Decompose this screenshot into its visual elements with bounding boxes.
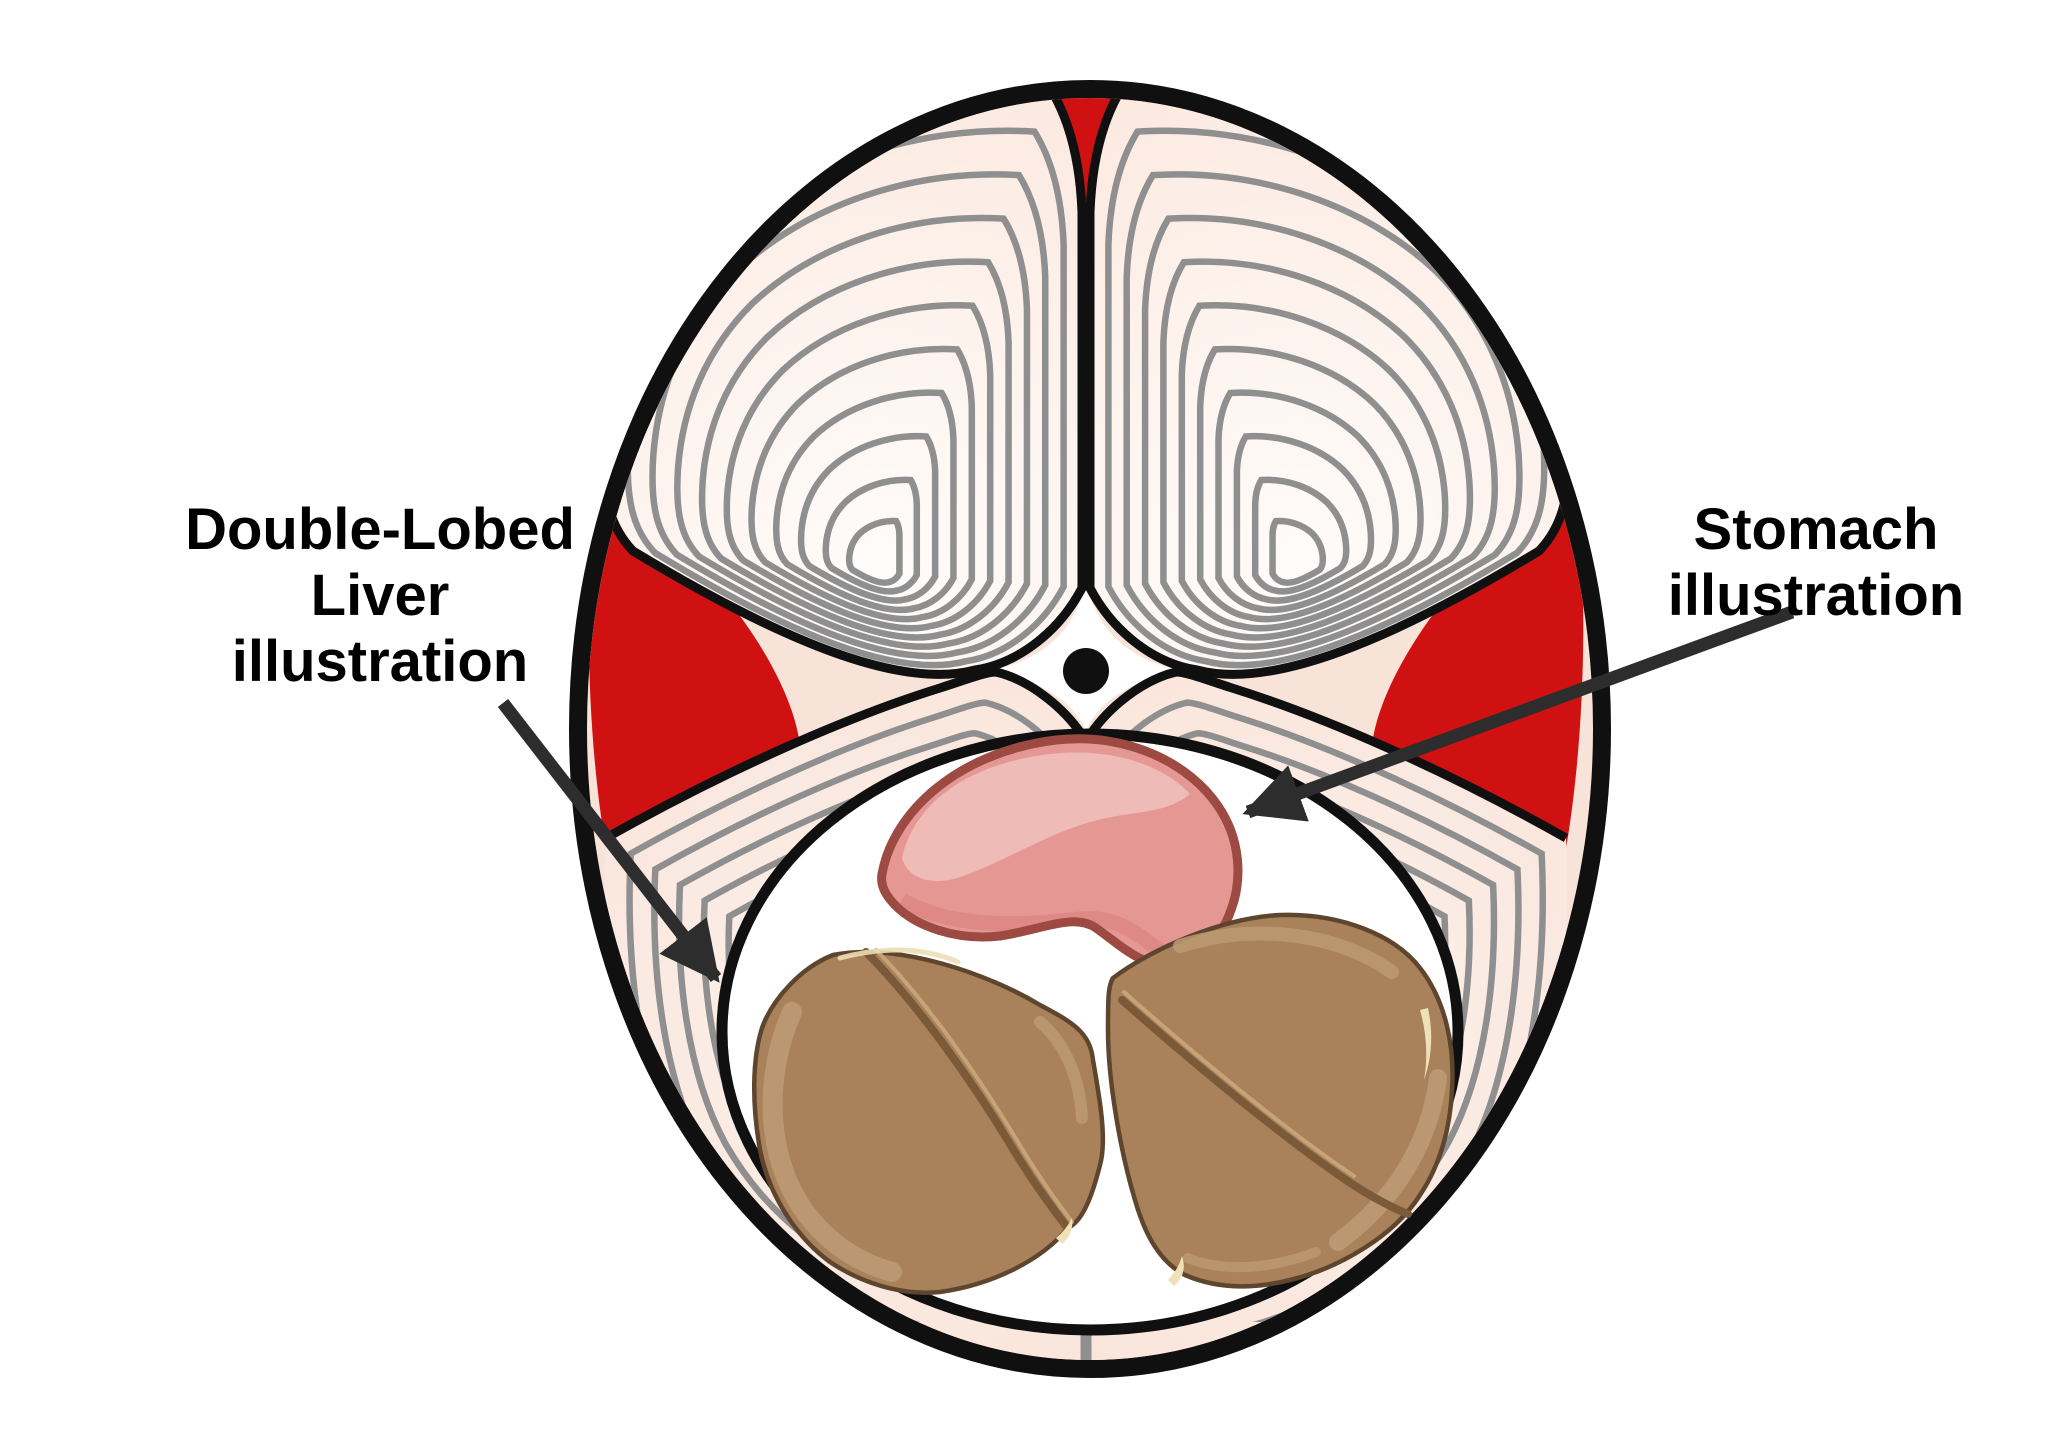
label-line: illustration bbox=[1667, 563, 1965, 628]
label-line: illustration bbox=[231, 629, 529, 694]
liver-left-highlight bbox=[762, 1002, 902, 1282]
backbone-dot bbox=[1063, 648, 1109, 694]
stomach-highlight bbox=[902, 752, 1190, 882]
lower-right-quadrant-edge bbox=[1086, 667, 1569, 842]
liver-left-crease bbox=[862, 948, 1070, 1230]
liver-right-lobe bbox=[1105, 912, 1455, 1289]
liver-arrow bbox=[497, 699, 722, 983]
stomach-shape bbox=[882, 739, 1238, 964]
liver-right-crease-light bbox=[1122, 990, 1356, 1178]
liver-left-top-sliver bbox=[837, 947, 961, 965]
liver-right-crease bbox=[1118, 996, 1412, 1218]
liver-left-crease-light bbox=[874, 948, 1074, 1224]
label-line: Double-Lobed bbox=[185, 497, 575, 562]
liver-right-edge-sliver bbox=[1420, 1008, 1432, 1080]
liver-right-highlight-bottom bbox=[1183, 1247, 1321, 1273]
liver-right-tip-sliver bbox=[1168, 1256, 1184, 1286]
liver-right-highlight-side bbox=[1329, 1069, 1447, 1251]
lower-left-quadrant-edge bbox=[603, 667, 1086, 842]
liver-label: Double-Lobed Liver illustration bbox=[120, 497, 640, 695]
stomach-label: Stomach illustration bbox=[1556, 497, 2048, 629]
stomach-arrow bbox=[1242, 605, 1795, 822]
liver-right-highlight-top bbox=[1173, 926, 1399, 979]
liver-left-highlight-2 bbox=[1034, 1016, 1088, 1124]
label-line: Liver bbox=[310, 563, 450, 628]
liver-left-tip-sliver bbox=[1056, 1218, 1073, 1244]
label-line: Stomach bbox=[1693, 497, 1939, 562]
liver-left-lobe bbox=[752, 947, 1106, 1295]
